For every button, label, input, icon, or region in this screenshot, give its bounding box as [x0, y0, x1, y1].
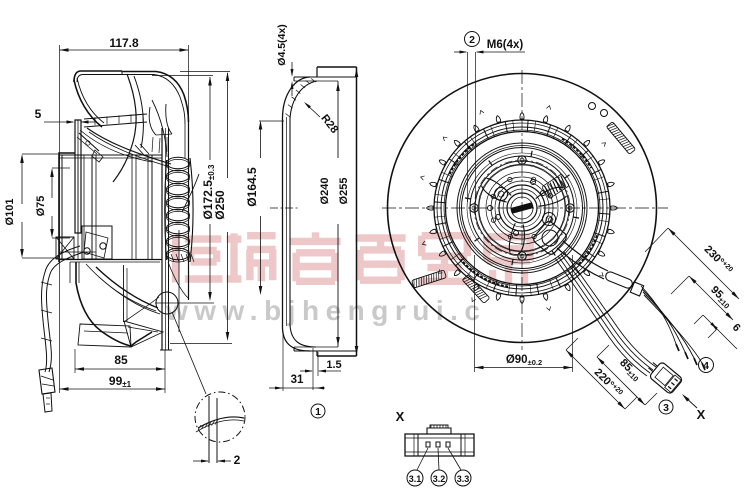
svg-text:2: 2: [234, 453, 241, 467]
svg-text:3.3: 3.3: [457, 474, 470, 484]
svg-text:117.8: 117.8: [109, 36, 139, 50]
svg-text:X: X: [396, 409, 405, 424]
svg-text:3.2: 3.2: [433, 474, 446, 484]
svg-text:Ø101: Ø101: [4, 199, 16, 226]
svg-text:Ø90±0.2: Ø90±0.2: [506, 354, 542, 367]
svg-text:X: X: [697, 407, 706, 422]
svg-text:Ø75: Ø75: [35, 196, 47, 217]
svg-text:5: 5: [35, 107, 42, 121]
svg-text:M6(4x): M6(4x): [487, 39, 524, 51]
svg-text:2: 2: [469, 34, 475, 46]
svg-text:Ø164.5: Ø164.5: [245, 167, 259, 207]
svg-text:Ø4.5(4x): Ø4.5(4x): [276, 24, 288, 65]
svg-text:3: 3: [663, 402, 669, 414]
svg-text:1: 1: [315, 406, 321, 418]
svg-text:Ø255: Ø255: [338, 178, 350, 205]
svg-text:Ø250: Ø250: [213, 190, 227, 220]
svg-text:1.5: 1.5: [326, 359, 341, 371]
svg-text:31: 31: [291, 374, 304, 386]
svg-text:www.bjhengrui.c: www.bjhengrui.c: [165, 295, 486, 326]
svg-text:Ø240: Ø240: [319, 178, 331, 205]
svg-text:4: 4: [703, 360, 709, 372]
svg-text:85: 85: [114, 353, 128, 367]
svg-text:3.1: 3.1: [409, 474, 422, 484]
